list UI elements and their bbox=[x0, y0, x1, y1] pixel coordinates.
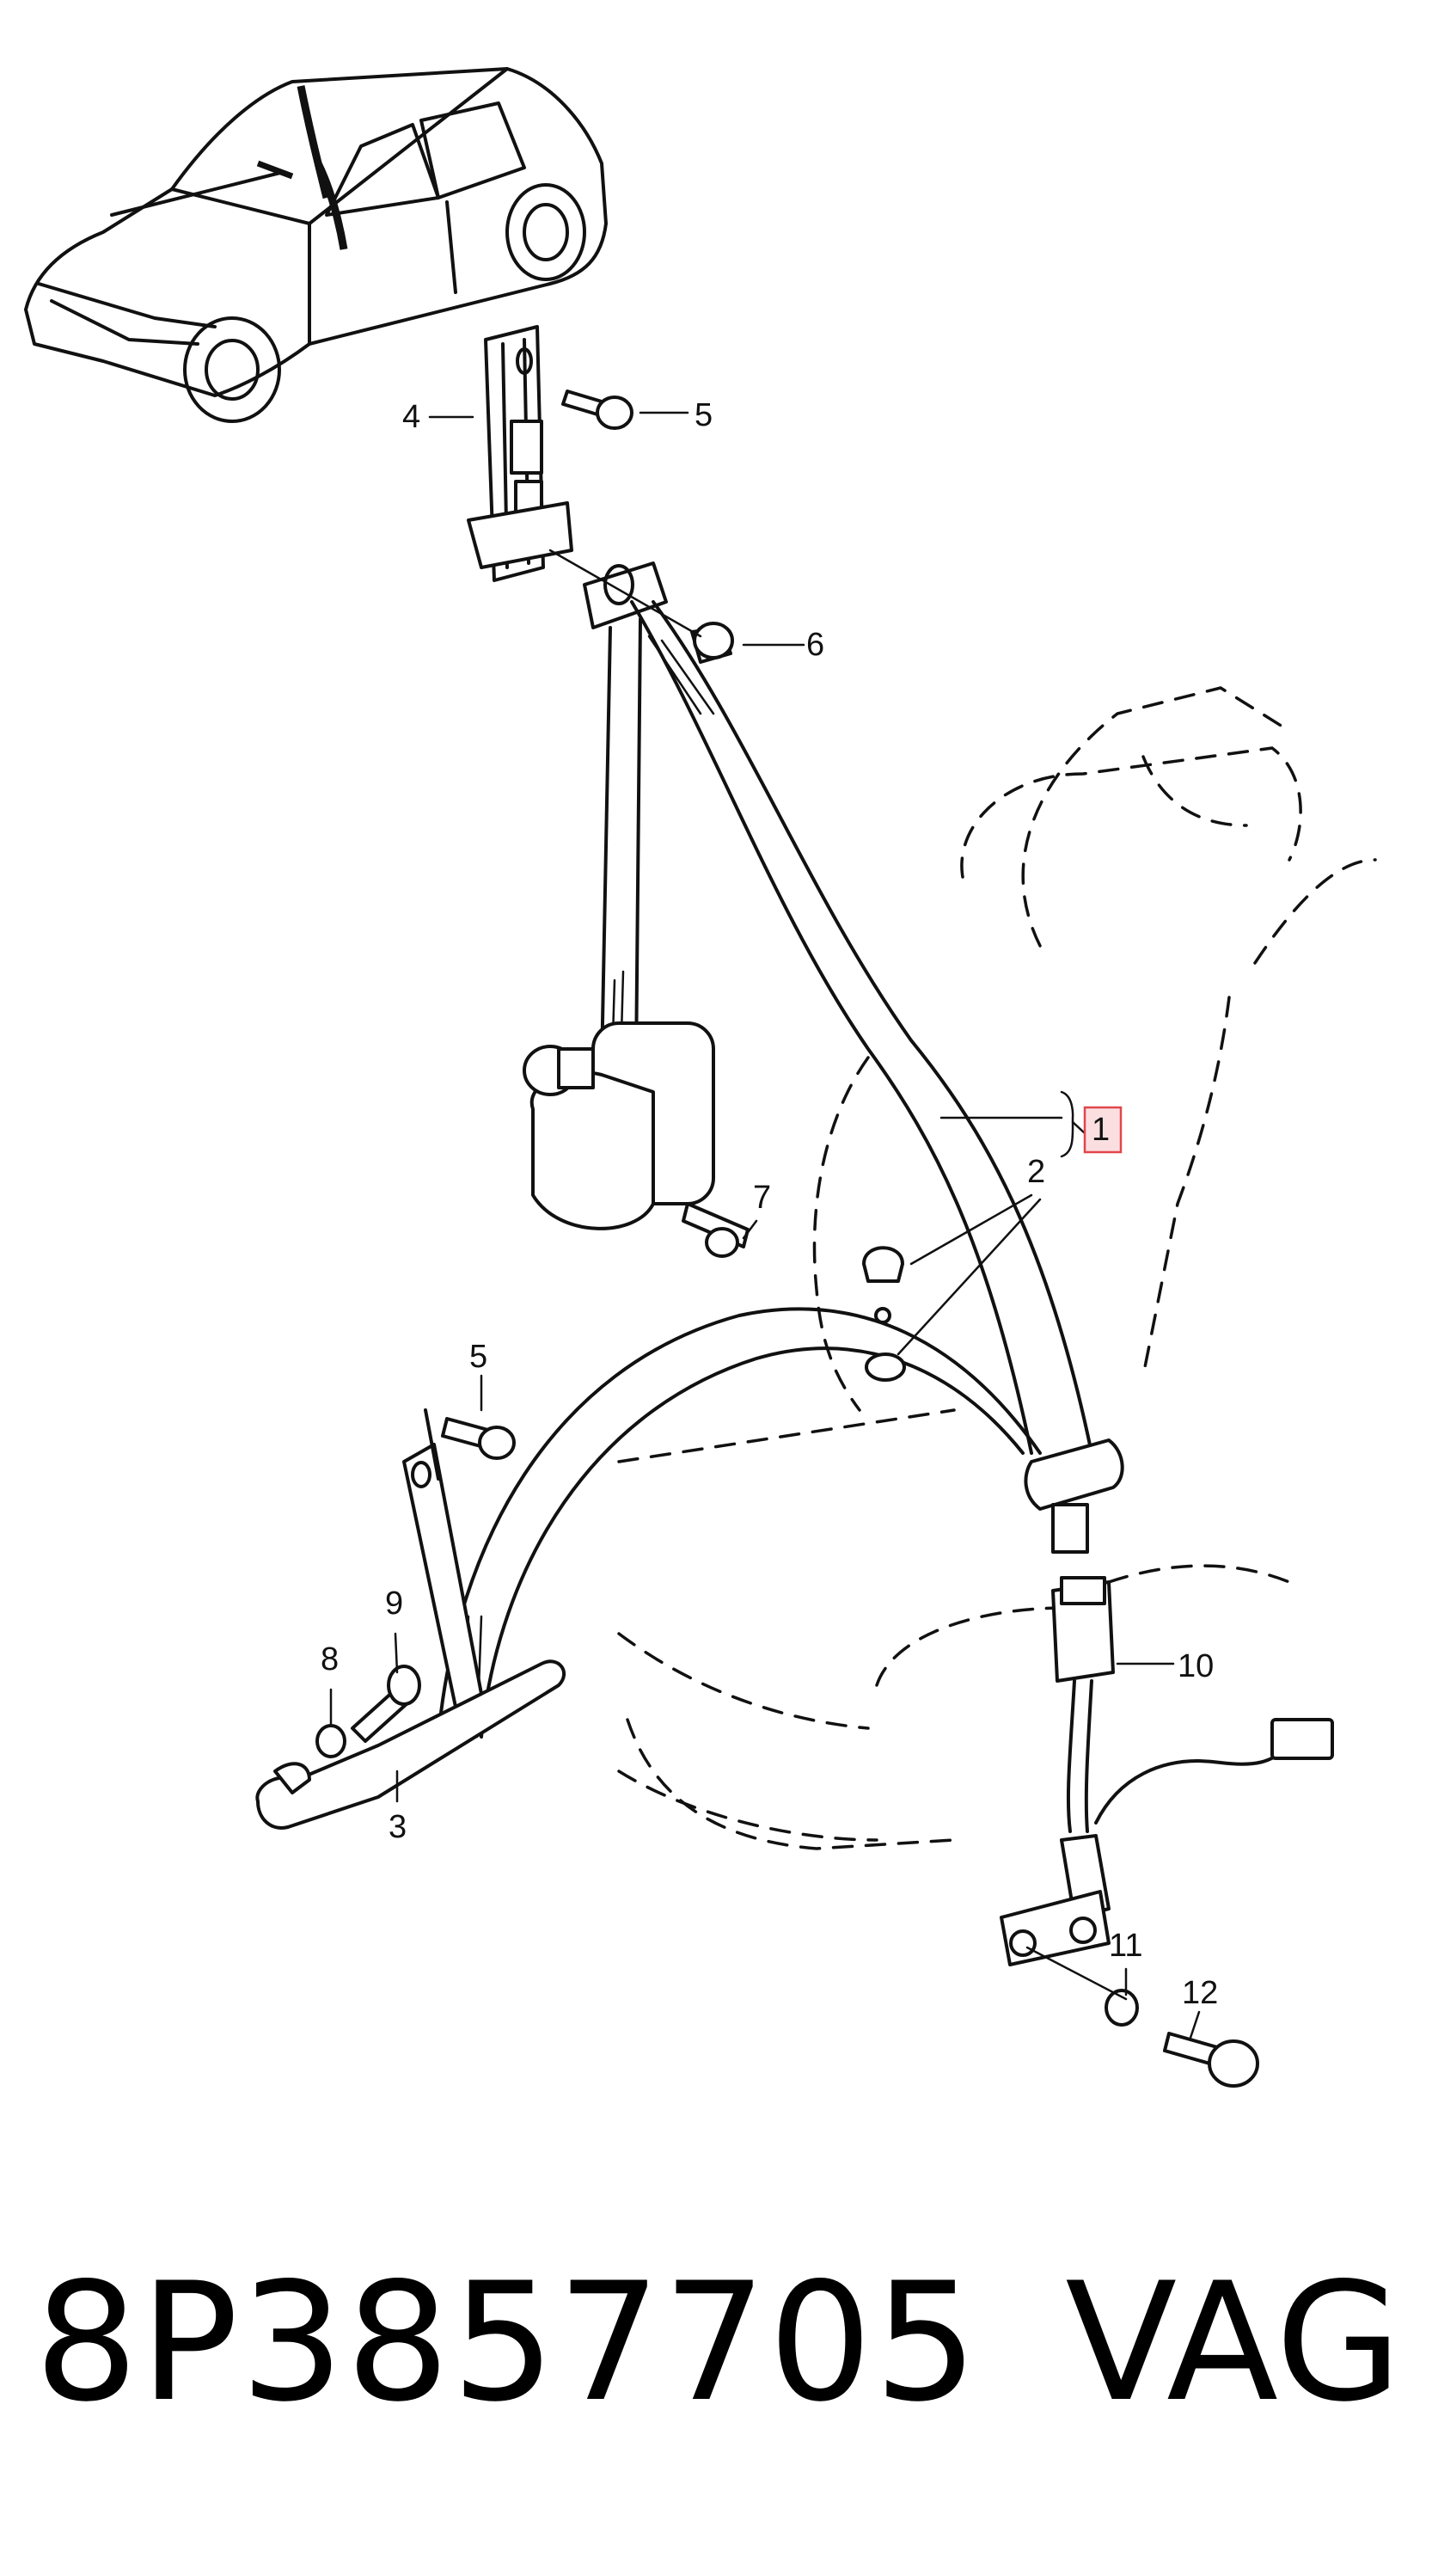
callout-7: 7 bbox=[753, 1180, 771, 1216]
lower-anchor-rail bbox=[255, 1408, 566, 1830]
callout-1: 1 bbox=[1092, 1112, 1110, 1148]
callout-8: 8 bbox=[321, 1641, 339, 1677]
callout-2: 2 bbox=[1027, 1154, 1045, 1190]
callout-5-lower: 5 bbox=[469, 1339, 487, 1375]
callout-leaders bbox=[329, 411, 1201, 2039]
latch-plate bbox=[1024, 1438, 1124, 1554]
callout-12: 12 bbox=[1182, 1975, 1218, 2011]
bolt-lower-5 bbox=[441, 1417, 516, 1460]
belt-retractor bbox=[523, 1021, 750, 1258]
callout-4: 4 bbox=[402, 399, 420, 435]
buckle-assembly bbox=[1000, 1576, 1334, 1966]
seat-outline-dashed bbox=[617, 686, 1377, 1850]
callout-10: 10 bbox=[1178, 1648, 1214, 1684]
washer-8-bolt-9 bbox=[315, 1665, 421, 1758]
callout-5-upper: 5 bbox=[695, 397, 713, 433]
washer-and-bolt-12 bbox=[1025, 1946, 1259, 2088]
callout-3: 3 bbox=[389, 1809, 407, 1845]
callout-9: 9 bbox=[385, 1585, 403, 1622]
car-location-thumbnail bbox=[24, 67, 608, 423]
height-adjuster-rail bbox=[467, 325, 573, 582]
callout-6: 6 bbox=[806, 627, 824, 663]
guide-clip-and-spacer bbox=[862, 1246, 906, 1382]
part-number: 8P3857705 bbox=[34, 2248, 980, 2438]
bolt-upper bbox=[561, 389, 633, 430]
brand-label: VAG bbox=[1065, 2248, 1402, 2438]
upper-anchor-loop bbox=[548, 549, 734, 664]
callout-1-highlight bbox=[1083, 1106, 1123, 1154]
callout-11: 11 bbox=[1109, 1928, 1142, 1964]
